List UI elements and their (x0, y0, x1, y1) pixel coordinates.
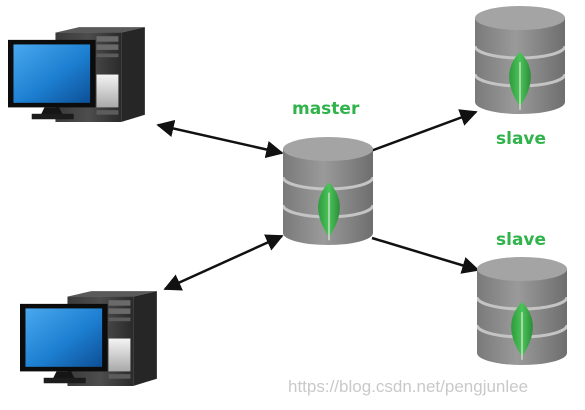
client-1-to-master-arrow (156, 119, 284, 159)
client-computer-2-icon (20, 291, 157, 386)
slave-1-label: slave (496, 129, 547, 149)
master-to-slave-1-arrow (367, 109, 478, 154)
slave-database-1-node (475, 5, 565, 115)
master-to-slave-2-arrow (371, 236, 480, 274)
master-database-node (283, 137, 373, 245)
client-computer-1-icon (8, 27, 145, 122)
master-label: master (292, 99, 360, 119)
watermark: https://blog.csdn.net/pengjunlee (288, 377, 529, 396)
slave-2-label: slave (496, 230, 547, 250)
slave-database-2-node (477, 256, 567, 366)
client-2-to-master-arrow (163, 234, 284, 291)
